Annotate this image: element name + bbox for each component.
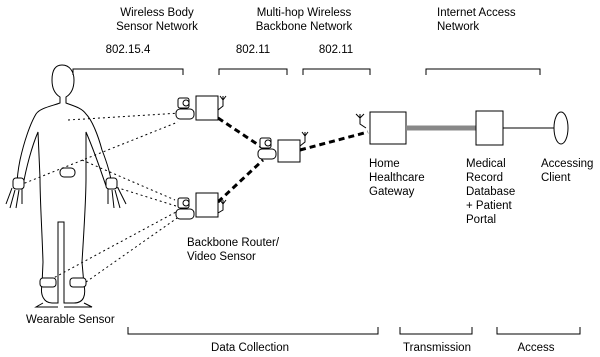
gateway-box — [369, 111, 407, 145]
protocol-802-11-right: 802.11 — [318, 44, 354, 56]
antenna-icon — [217, 95, 227, 111]
phase-transmission: Transmission — [403, 342, 471, 354]
camera-base — [175, 108, 195, 120]
link-chest-router1 — [67, 112, 181, 121]
backbone-link-1 — [217, 116, 264, 150]
backbone-links — [216, 116, 369, 204]
backbone-link-2 — [216, 158, 265, 204]
wearable-sensor-left-ankle — [39, 277, 57, 288]
link-rankle-router2 — [85, 215, 181, 283]
wearable-sensor-right-ankle — [69, 277, 87, 288]
client-label: Accessing Client — [541, 158, 594, 184]
router-box — [277, 139, 301, 163]
protocol-802-15-4: 802.15.4 — [105, 44, 151, 56]
link-lankle-router2 — [45, 211, 177, 283]
backbone-router-3 — [257, 131, 309, 163]
right-hand — [107, 187, 127, 209]
phase-access: Access — [517, 342, 555, 354]
database-label: Medical Record Database + Patient Portal — [466, 158, 516, 226]
brace-80211-left — [218, 68, 288, 75]
wearable-sensor-waist — [59, 167, 76, 178]
router-box — [195, 95, 219, 121]
backbone-router-1 — [175, 95, 227, 121]
brace-data-collection — [127, 327, 379, 335]
brace-wban — [72, 68, 184, 75]
home-healthcare-gateway — [355, 111, 407, 145]
link-chest-router2 — [81, 159, 176, 201]
body-sensor-links — [19, 112, 181, 283]
brace-access — [496, 327, 581, 335]
protocol-802-11-left: 802.11 — [235, 44, 271, 56]
link-rwrist-router2 — [111, 185, 177, 207]
phase-data-collection: Data Collection — [211, 342, 289, 354]
gateway-label: Home Healthcare Gateway — [369, 158, 425, 198]
right-foot — [64, 302, 93, 308]
patient-body — [5, 64, 127, 308]
camera-lens — [182, 99, 190, 107]
brace-internet — [425, 68, 541, 75]
camera-base — [257, 148, 277, 160]
antenna-icon — [355, 113, 367, 129]
camera-base — [175, 208, 195, 220]
antenna-icon — [299, 131, 309, 147]
left-hand — [5, 187, 23, 209]
backbone-router-2 — [175, 192, 227, 220]
internet-header: Internet Access Network — [437, 7, 516, 33]
router-label: Backbone Router/ Video Sensor — [187, 237, 280, 263]
camera-lens — [182, 199, 190, 207]
antenna-icon — [217, 199, 227, 214]
router-box — [195, 192, 219, 218]
wearable-sensor-right-wrist — [105, 177, 118, 190]
left-foot — [34, 302, 58, 308]
camera-lens — [264, 139, 272, 147]
medical-record-database-box — [475, 110, 504, 146]
wearable-sensor-label: Wearable Sensor — [26, 314, 115, 326]
link-lwrist-router1 — [19, 121, 179, 186]
wearable-sensor-left-wrist — [12, 177, 25, 190]
brace-80211-right — [302, 68, 371, 75]
wban-header: Wireless Body Sensor Network — [116, 7, 198, 33]
brace-transmission — [399, 327, 473, 335]
backbone-link-3 — [299, 130, 369, 152]
accessing-client-node — [553, 111, 569, 145]
multihop-header: Multi-hop Wireless Backbone Network — [255, 7, 353, 33]
patient-body-outline — [16, 64, 113, 304]
